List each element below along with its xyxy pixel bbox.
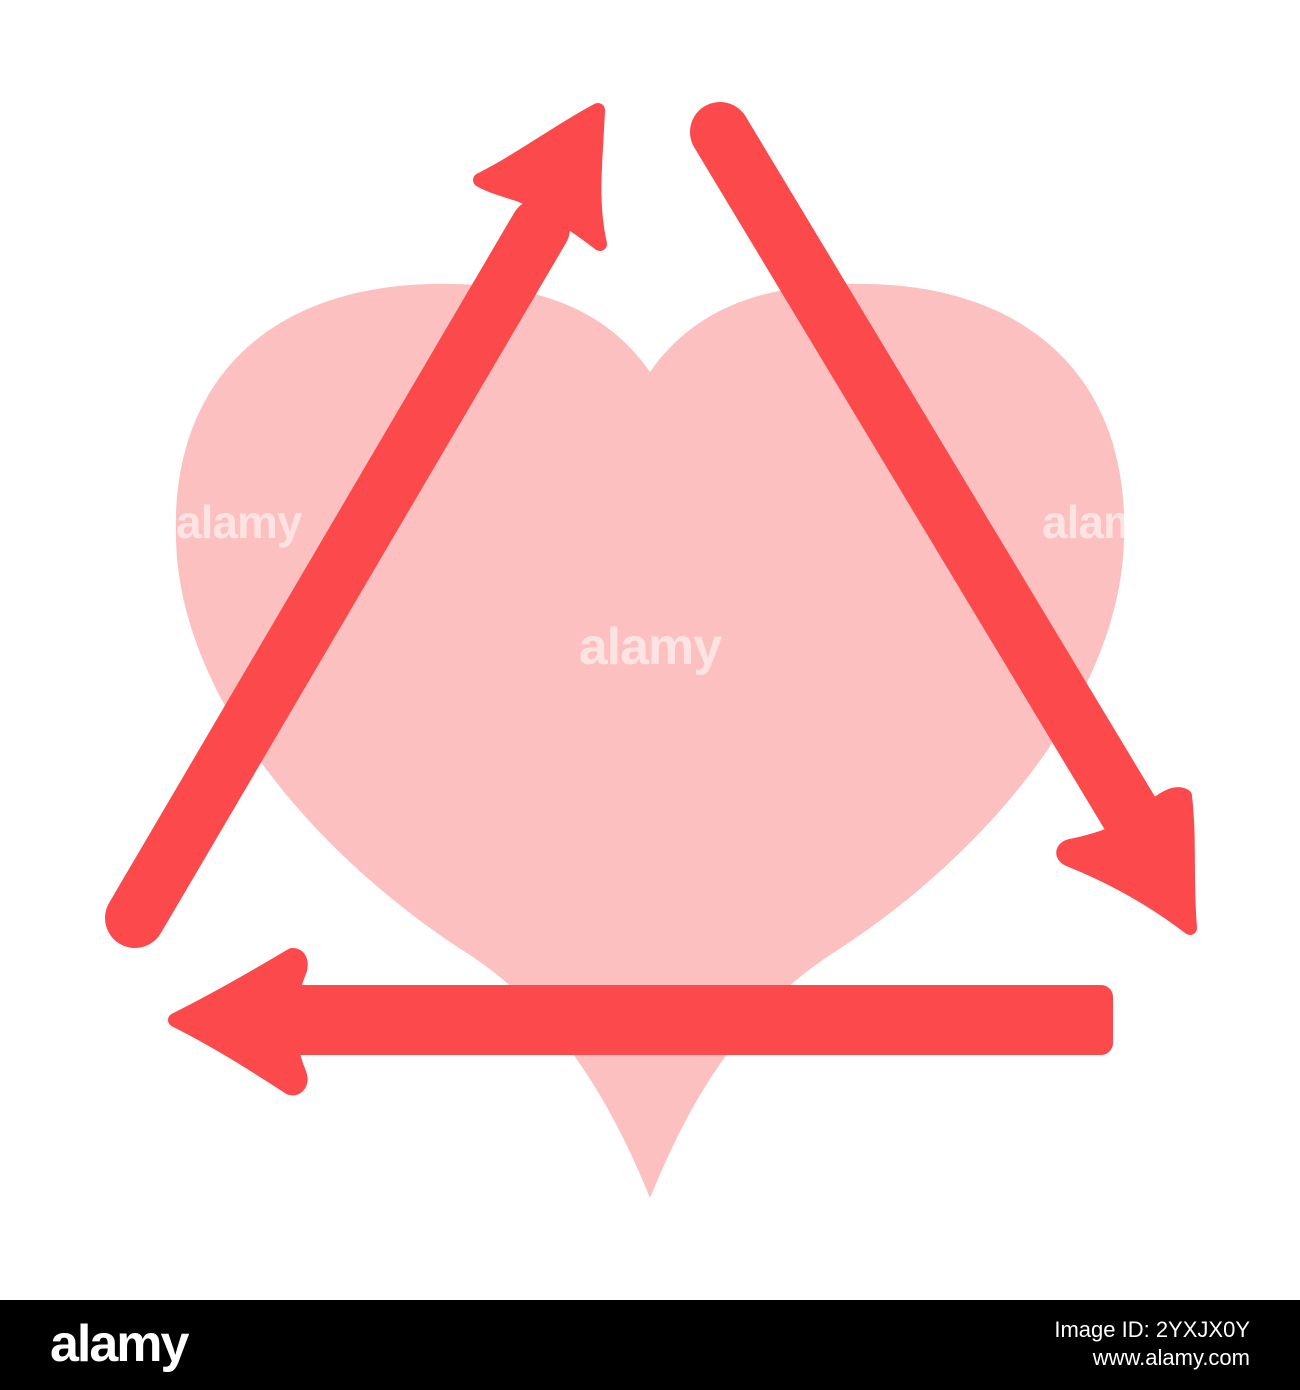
illustration-svg xyxy=(105,102,1197,1198)
illustration xyxy=(105,102,1197,1198)
arrow-up-right-icon xyxy=(105,103,607,948)
arrow-down-right-icon xyxy=(690,102,1197,935)
arrow-left-icon xyxy=(168,948,1113,1096)
footer-meta: Image ID: 2YXJX0Y www.alamy.com xyxy=(1054,1316,1250,1372)
site-link[interactable]: www.alamy.com xyxy=(1092,1345,1250,1370)
alamy-logo[interactable]: alamy xyxy=(50,1315,189,1373)
image-id: Image ID: 2YXJX0Y xyxy=(1054,1317,1250,1342)
heart-icon xyxy=(175,283,1125,1198)
footer-bar: alamy Image ID: 2YXJX0Y www.alamy.com xyxy=(0,1300,1300,1390)
